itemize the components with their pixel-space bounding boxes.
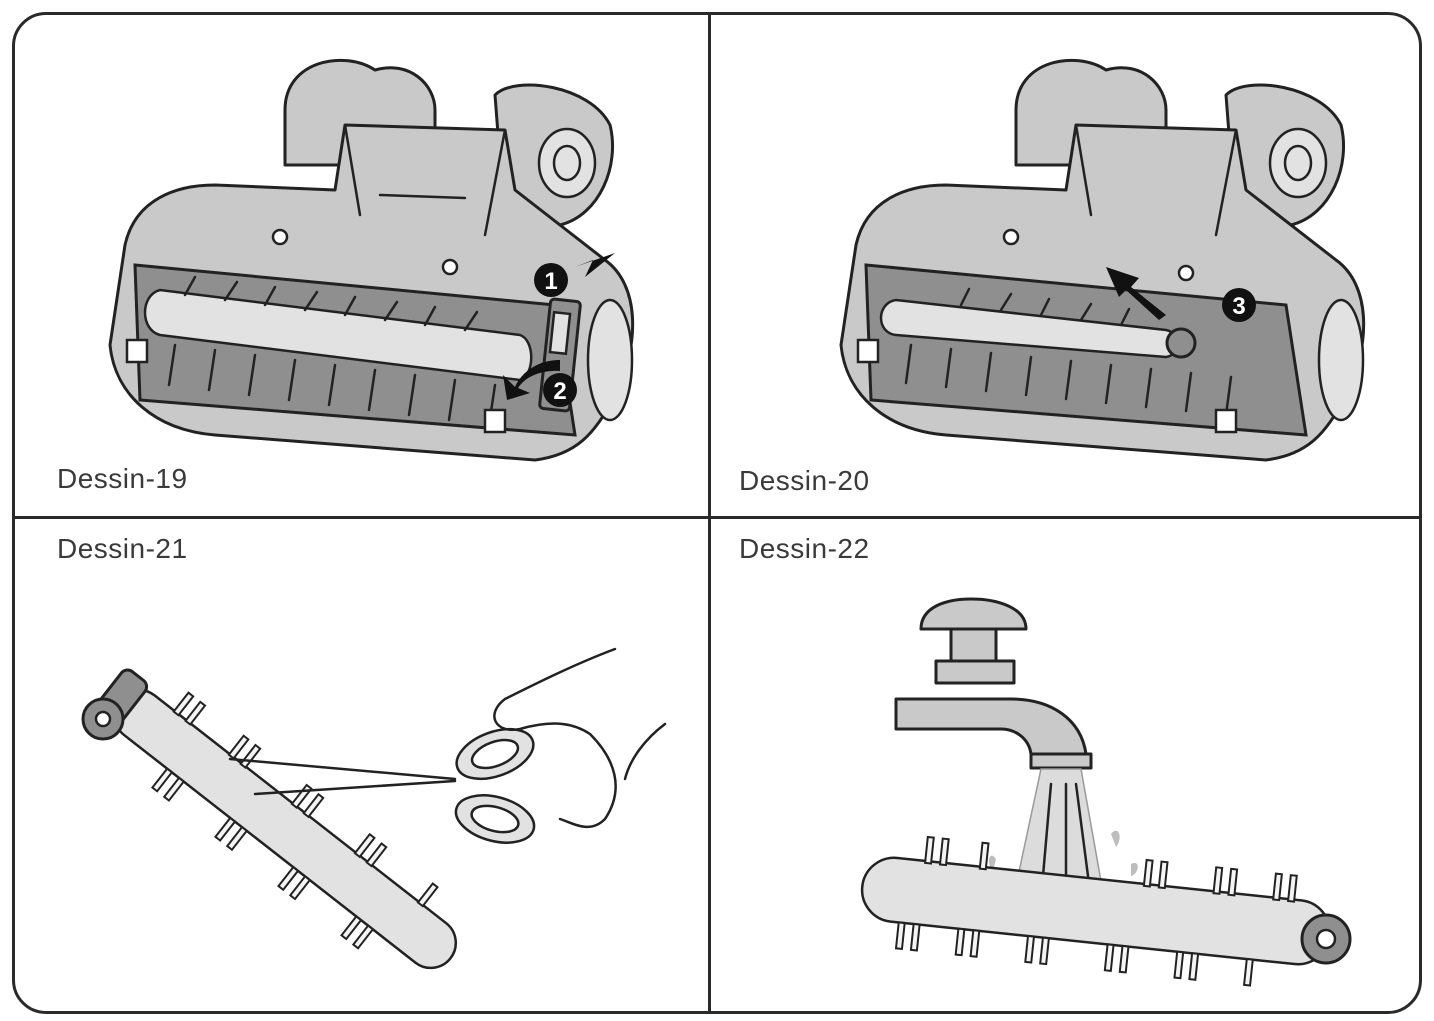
- lift-arrow-icon: [1106, 267, 1166, 320]
- step-number-2: 2: [553, 378, 566, 405]
- screw-hole: [441, 258, 459, 276]
- rear-wheel: [537, 127, 597, 199]
- corner-clip: [1214, 408, 1238, 434]
- brush-bristles: [150, 691, 439, 950]
- faucet-handle: [919, 597, 1028, 631]
- water-droplet: [1111, 830, 1120, 847]
- end-cap-latch: [548, 310, 572, 356]
- brush-roll: [90, 668, 458, 970]
- rear-wheel: [1268, 127, 1328, 199]
- faucet-outlet: [1029, 752, 1093, 770]
- vertical-divider: [708, 15, 711, 1011]
- panel-dessin-19: 1 2 Dessin-19: [15, 15, 708, 516]
- rear-wheel-hub: [552, 144, 582, 182]
- faucet-nut: [934, 659, 1016, 685]
- rotate-arrow-icon: [503, 360, 560, 400]
- vacuum-head-open-illustration: 1 2: [108, 58, 635, 462]
- neck-lines: [343, 123, 507, 237]
- corner-clip: [125, 338, 149, 364]
- brush-end-bearing: [1165, 327, 1197, 359]
- panel-dessin-22: Dessin-22: [711, 519, 1419, 1011]
- step-number-1: 1: [544, 268, 557, 295]
- side-wheel: [1317, 298, 1365, 422]
- rear-wheel-hub: [1283, 144, 1313, 182]
- hand-outline: [493, 647, 617, 829]
- neck-detail: [378, 193, 467, 200]
- washing-brush-illustration: [860, 597, 1352, 987]
- horizontal-divider: [15, 516, 1419, 519]
- panel-dessin-20: 3 Dessin-20: [711, 15, 1419, 516]
- side-wheel: [586, 298, 634, 422]
- scissor-handle-hole: [470, 804, 520, 834]
- screw-hole: [271, 228, 289, 246]
- scissor-blade-lower: [253, 779, 457, 796]
- caption-dessin-19: Dessin-19: [57, 463, 188, 494]
- brush-bristles: [167, 275, 497, 427]
- screw-hole: [1002, 228, 1020, 246]
- scissor-handle-hole: [470, 738, 520, 770]
- step-badge-1: [534, 263, 568, 297]
- bearing-hub: [94, 710, 112, 728]
- step-badge-3: [1222, 288, 1256, 322]
- brush-removal-illustration: 3: [839, 58, 1366, 462]
- step-badge-2: [543, 373, 577, 407]
- caption-dessin-21: Dessin-21: [57, 533, 188, 564]
- panel-dessin-21: Dessin-21: [15, 519, 708, 1011]
- corner-clip: [856, 338, 880, 364]
- neck-lines: [1074, 123, 1238, 237]
- push-arrow-icon: [575, 253, 615, 277]
- hand-wrist: [623, 722, 667, 781]
- faucet-spout: [894, 697, 1088, 756]
- brush-bristles: [904, 287, 1233, 417]
- water-droplet: [1131, 862, 1138, 876]
- scissor-blade-upper: [228, 757, 457, 781]
- brush-roll-body: [112, 688, 458, 970]
- step-number-3: 3: [1232, 293, 1245, 320]
- brush-bristles: [894, 835, 1298, 987]
- caption-dessin-22: Dessin-22: [739, 533, 870, 564]
- illustration-frame: 1 2 Dessin-19: [12, 12, 1422, 1014]
- bearing-hub: [1315, 928, 1337, 950]
- cutting-hair-illustration: [81, 647, 667, 970]
- caption-dessin-20: Dessin-20: [739, 465, 870, 496]
- corner-clip: [483, 408, 507, 434]
- faucet-stem: [949, 627, 998, 663]
- screw-hole: [1177, 264, 1195, 282]
